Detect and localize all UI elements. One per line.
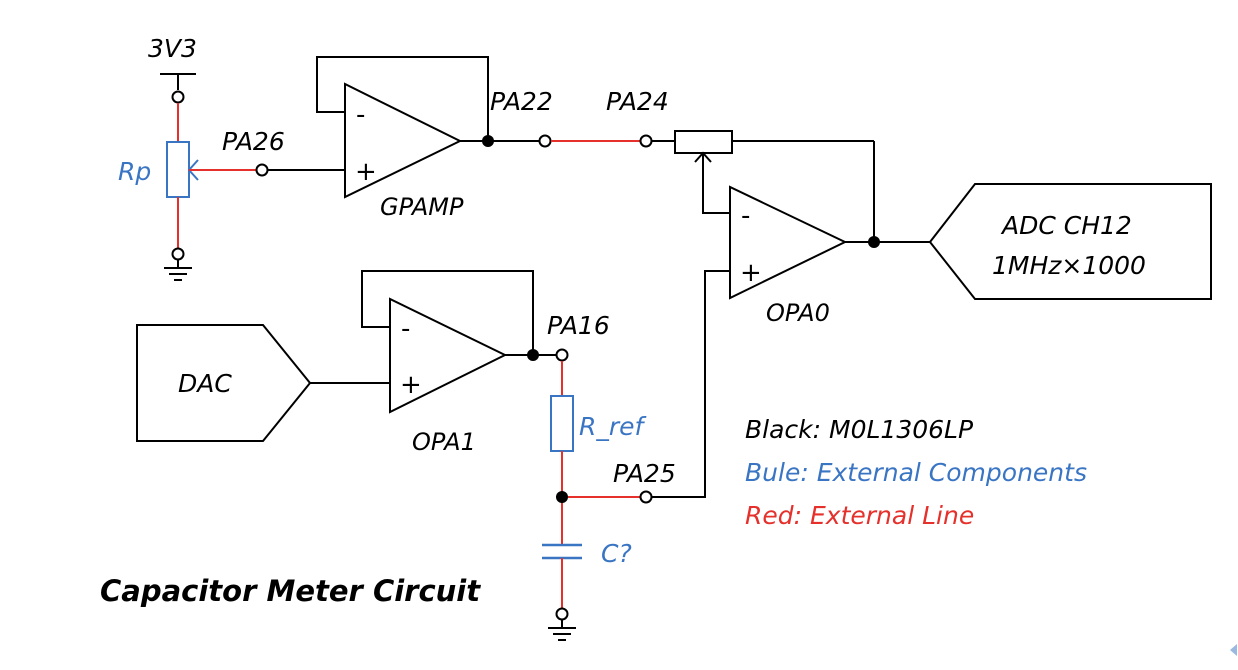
pin-pa26: PA26 [222,127,285,177]
dac-label: DAC [178,369,232,398]
opa0-minus: - [741,201,750,231]
junction-opa1-out [527,349,539,361]
diagram-title: Capacitor Meter Circuit [100,574,481,608]
adc-label-line1: ADC CH12 [1000,211,1132,240]
opa1-minus: - [401,314,410,344]
opa0-minus-wire [702,153,730,214]
adc-label-line2: 1MHz×1000 [992,251,1146,280]
legend: Black: M0L1306LP Bule: External Componen… [745,415,1087,530]
capacitor-c: C? [542,539,632,568]
pin-pa16: PA16 [547,311,610,362]
pin-pa24: PA24 [606,87,669,148]
legend-red: Red: External Line [745,501,974,530]
gpamp-plus: + [355,157,377,187]
ground-symbol-cap [548,607,576,641]
adc-port: ADC CH12 1MHz×1000 [928,183,1212,300]
opa0-label: OPA0 [766,299,830,327]
pa24-label: PA24 [606,87,669,116]
opa1-label: OPA1 [412,428,476,456]
pa25-label: PA25 [613,459,676,488]
gpamp-label: GPAMP [380,193,464,221]
gpamp-minus: - [356,100,365,130]
opamp-gpamp: - + GPAMP [344,82,464,221]
pa26-label: PA26 [222,127,285,156]
opamp-opa1: - + OPA1 [389,297,508,456]
pin-pa25: PA25 [613,459,676,504]
supply-label: 3V3 [148,34,197,63]
r-ref-label: R_ref [579,412,647,441]
ground-symbol-rp [164,247,192,281]
gpamp-feedback [316,56,489,141]
junction-opa0-out [868,236,880,248]
pa22-label: PA22 [490,87,553,116]
r-ref-resistor: R_ref [550,395,647,452]
rp-potentiometer: Rp [118,141,199,198]
opamp-opa0: - + OPA0 [729,185,848,327]
opa1-plus: + [400,370,422,400]
rp-label: Rp [118,157,151,186]
supply-3v3: 3V3 [148,34,197,104]
legend-blue: Bule: External Components [745,458,1087,487]
scroll-arrow-icon[interactable] [1230,644,1237,656]
opa0-plus: + [740,258,762,288]
opa0-plus-wire [652,270,730,498]
opa1-feedback [361,270,534,355]
pa16-label: PA16 [547,311,610,340]
cap-label: C? [601,539,632,568]
junction-gpamp-out [482,135,494,147]
dac-port: DAC [136,324,312,442]
junction-rref-cap [556,491,568,503]
pin-pa22: PA22 [490,87,553,148]
legend-black: Black: M0L1306LP [745,415,974,444]
